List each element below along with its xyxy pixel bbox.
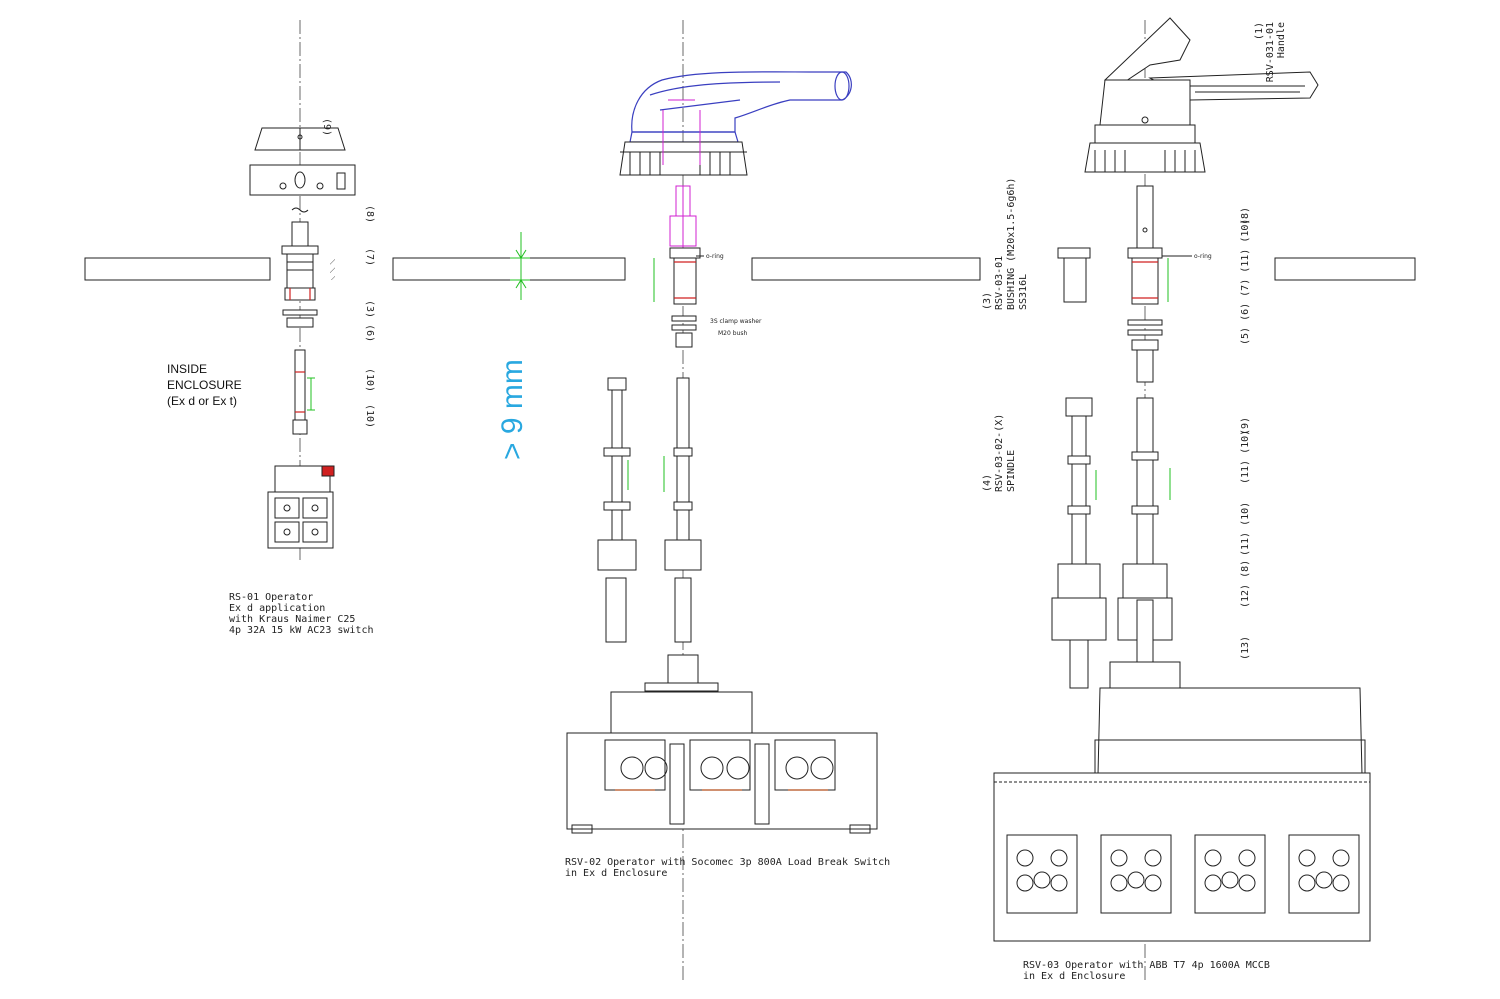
svg-text:in Ex d Enclosure: in Ex d Enclosure xyxy=(1023,971,1125,982)
inside-enclosure-label: INSIDE ENCLOSURE (Ex d or Ex t) xyxy=(167,362,242,408)
svg-text:SS316L: SS316L xyxy=(1018,274,1029,310)
svg-text:(11) (10): (11) (10) xyxy=(1240,430,1251,484)
svg-text:Ex d application: Ex d application xyxy=(229,603,325,614)
svg-text:(5) (6) (7) (11) (10): (5) (6) (7) (11) (10) xyxy=(1240,219,1251,345)
middle-assembly: o-ring 3S clamp washer M20 bush xyxy=(566,20,878,980)
middle-note-1: 3S clamp washer xyxy=(710,318,762,325)
right-note-o-ring: o-ring xyxy=(1194,253,1212,260)
dimension-label: > 9 mm xyxy=(496,359,529,460)
right-spindle-ref: (4) RSV-03-02-(X) SPINDLE xyxy=(982,414,1017,492)
svg-text:SPINDLE: SPINDLE xyxy=(1006,450,1017,492)
svg-text:(4): (4) xyxy=(982,474,993,492)
right-caption: RSV-03 Operator with ABB T7 4p 1600A MCC… xyxy=(1023,960,1270,982)
left-caption: RS-01 Operator Ex d application with Kra… xyxy=(229,592,374,636)
svg-text:with Kraus Naimer C25: with Kraus Naimer C25 xyxy=(229,614,355,625)
left-assembly xyxy=(249,20,356,560)
svg-text:4p 32A 15 kW AC23 switch: 4p 32A 15 kW AC23 switch xyxy=(229,625,374,636)
svg-text:(Ex d or Ex t): (Ex d or Ex t) xyxy=(167,394,237,408)
right-part-refs: (8) (5) (6) (7) (11) (10) (9) (11) (10) … xyxy=(1240,207,1251,660)
left-ref-9: (9) xyxy=(321,118,332,136)
svg-text:RSV-03-02-(X): RSV-03-02-(X) xyxy=(994,414,1005,492)
svg-text:(8): (8) xyxy=(1240,207,1251,225)
svg-text:RSV-03 Operator with ABB T7 4p: RSV-03 Operator with ABB T7 4p 1600A MCC… xyxy=(1023,960,1270,971)
svg-text:RSV-02 Operator with Socomec 3: RSV-02 Operator with Socomec 3p 800A Loa… xyxy=(565,857,890,868)
middle-note-o-ring: o-ring xyxy=(706,253,724,260)
right-bushing-ref: (3) RSV-03-01 BUSHING (M20x1.5-6g6h) SS3… xyxy=(982,178,1029,310)
svg-text:INSIDE: INSIDE xyxy=(167,362,207,376)
svg-text:(12) (8): (12) (8) xyxy=(1240,560,1251,608)
svg-text:RSV-031-01: RSV-031-01 xyxy=(1265,22,1276,82)
svg-text:ENCLOSURE: ENCLOSURE xyxy=(167,378,242,392)
middle-note-2: M20 bush xyxy=(718,330,747,337)
left-ref-8: (8) xyxy=(364,205,375,223)
svg-text:(13): (13) xyxy=(1240,636,1251,660)
left-part-refs: (9) (8) (7) (3) (6) (10) (10) xyxy=(321,118,375,428)
svg-text:BUSHING (M20x1.5-6g6h): BUSHING (M20x1.5-6g6h) xyxy=(1006,178,1017,310)
svg-text:(3): (3) xyxy=(982,292,993,310)
svg-text:(11) (10): (11) (10) xyxy=(1240,502,1251,556)
svg-text:Handle: Handle xyxy=(1276,22,1287,58)
svg-text:RSV-03-01: RSV-03-01 xyxy=(994,256,1005,310)
left-ref-3-6: (3) (6) xyxy=(364,300,375,342)
left-ref-10b: (10) xyxy=(364,404,375,428)
middle-caption: RSV-02 Operator with Socomec 3p 800A Loa… xyxy=(565,857,890,879)
enclosure-wall xyxy=(84,257,1416,281)
wall-thickness-dimension: > 9 mm xyxy=(496,232,530,460)
svg-text:(9): (9) xyxy=(1240,417,1251,435)
left-ref-10a: (10) xyxy=(364,368,375,392)
left-ref-7: (7) xyxy=(364,248,375,266)
svg-text:in Ex d Enclosure: in Ex d Enclosure xyxy=(565,868,667,879)
svg-text:RS-01 Operator: RS-01 Operator xyxy=(229,592,313,603)
right-assembly: o-ring xyxy=(993,17,1371,980)
right-handle-ref: (1) RSV-031-01 Handle xyxy=(1254,22,1287,82)
svg-text:(1): (1) xyxy=(1254,22,1265,40)
